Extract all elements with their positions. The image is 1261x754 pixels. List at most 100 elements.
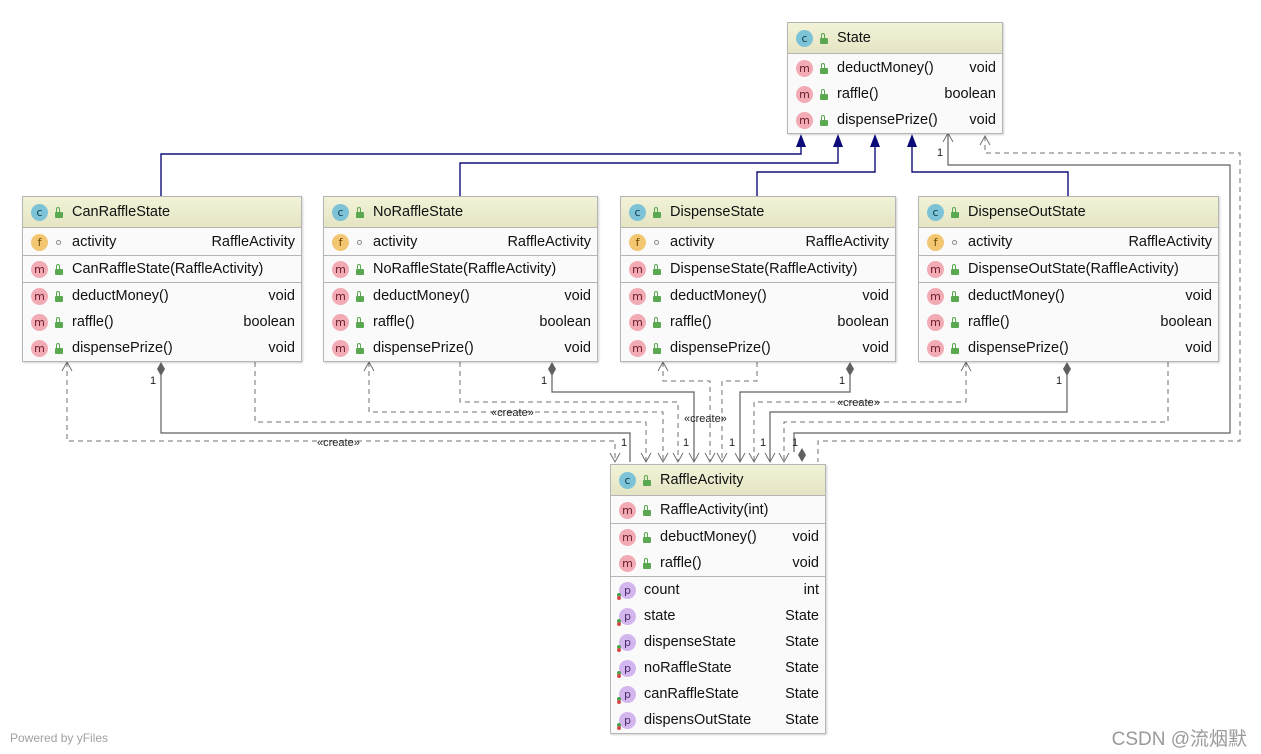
member-name: deductMoney()	[837, 60, 934, 76]
member-name: DispenseOutState(RaffleActivity)	[968, 261, 1179, 277]
multiplicity-label: 1	[729, 437, 736, 449]
member-type: RaffleActivity	[1128, 234, 1212, 250]
multiplicity-label: 1	[839, 375, 846, 387]
method-icon: m	[619, 501, 636, 519]
member-type: void	[862, 340, 889, 356]
member-type: void	[564, 288, 591, 304]
multiplicity-label: 1	[150, 375, 157, 387]
member-name: state	[644, 608, 676, 624]
member-name: deductMoney()	[373, 288, 470, 304]
field-icon: f	[629, 233, 646, 251]
package-visibility-icon	[355, 237, 365, 248]
public-visibility-icon	[355, 342, 365, 354]
member-name: dispenseState	[644, 634, 736, 650]
member-name: raffle()	[72, 314, 114, 330]
member-name: raffle()	[660, 555, 702, 571]
multiplicity-label: 1	[792, 437, 799, 449]
member-name: raffle()	[968, 314, 1010, 330]
method-icon: m	[619, 554, 636, 572]
class-icon: c	[619, 471, 636, 489]
member-type: State	[785, 660, 819, 676]
method-icon: m	[31, 313, 48, 331]
member-name: dispensePrize()	[670, 340, 771, 356]
member-type: boolean	[539, 314, 591, 330]
method-row[interactable]: m dispensePrize() void	[621, 335, 895, 361]
member-type: void	[268, 288, 295, 304]
member-type: void	[1185, 340, 1212, 356]
public-visibility-icon	[819, 88, 829, 100]
class-icon: c	[629, 203, 646, 221]
method-row[interactable]: m raffle() void	[611, 550, 825, 576]
inheritance-arrowheads	[796, 134, 917, 147]
member-name: NoRaffleState(RaffleActivity)	[373, 261, 557, 277]
method-row[interactable]: m raffle() boolean	[23, 309, 301, 335]
member-name: raffle()	[670, 314, 712, 330]
method-icon: m	[629, 339, 646, 357]
method-icon: m	[629, 313, 646, 331]
method-icon: m	[31, 287, 48, 305]
public-visibility-icon	[950, 316, 960, 328]
public-visibility-icon	[652, 316, 662, 328]
member-type: RaffleActivity	[805, 234, 889, 250]
member-type: void	[792, 555, 819, 571]
field-icon: f	[927, 233, 944, 251]
public-visibility-icon	[819, 114, 829, 126]
method-icon: m	[927, 339, 944, 357]
property-icon: p	[617, 685, 636, 704]
multiplicity-label: 1	[683, 437, 690, 449]
composition-lines	[160, 133, 1231, 462]
multiplicity-label: 1	[937, 147, 944, 159]
member-name: CanRaffleState(RaffleActivity)	[72, 261, 264, 277]
member-type: RaffleActivity	[507, 234, 591, 250]
public-visibility-icon	[54, 206, 64, 218]
public-visibility-icon	[355, 263, 365, 275]
multiplicity-label: 1	[760, 437, 767, 449]
member-type: boolean	[243, 314, 295, 330]
powered-by-label: Powered by yFiles	[10, 731, 109, 745]
package-visibility-icon	[950, 237, 960, 248]
public-visibility-icon	[950, 290, 960, 302]
method-icon: m	[619, 528, 636, 546]
member-type: State	[785, 712, 819, 728]
property-icon: p	[617, 711, 636, 730]
class-name: DispenseState	[670, 204, 765, 220]
